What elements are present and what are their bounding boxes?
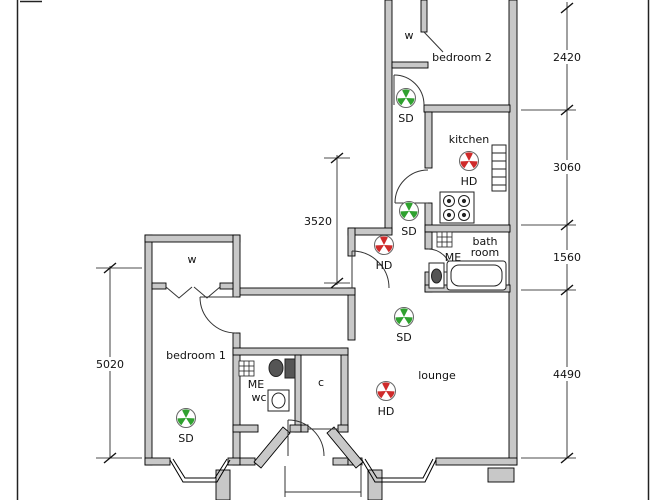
label-me-wc: ME (248, 378, 264, 391)
bay-windows (169, 458, 437, 483)
fixtures (238, 144, 507, 412)
smoke-detector-bedroom1-icon (176, 408, 196, 428)
dimension-left: 5020 (93, 262, 142, 464)
meter-icon-wc (238, 360, 255, 377)
dimension-right-value-3060: 3060 (553, 161, 581, 174)
smoke-detector-lounge-label: SD (396, 331, 411, 344)
room-labels: bedroom 2wkitchenbathroomMEloungebedroom… (166, 29, 499, 404)
heat-detector-kitchen-icon (459, 151, 479, 171)
wc-toilet-icon (268, 358, 296, 379)
wc-basin-icon (267, 389, 290, 412)
heat-detector-kitchen-label: HD (461, 175, 478, 188)
dimension-left-value-5020: 5020 (96, 358, 124, 371)
page-border (16, 0, 650, 500)
label-cupboard: c (318, 376, 324, 389)
kitchen-counter-icon (491, 144, 507, 192)
walls (144, 0, 518, 500)
label-wc: wc (251, 391, 266, 404)
stove-icon (439, 191, 475, 224)
smoke-detector-corridor-label: SD (401, 225, 416, 238)
label-kitchen: kitchen (449, 133, 490, 146)
label-wardrobe-1: w (188, 253, 197, 266)
dimension-middle-value-3520: 3520 (304, 215, 332, 228)
smoke-detector-bedroom2-label: SD (398, 112, 413, 125)
dimension-middle: 3520 (304, 152, 350, 289)
bathroom-toilet-icon (428, 262, 445, 289)
meter-icon-bathroom (436, 231, 453, 248)
label-bedroom-2: bedroom 2 (432, 51, 492, 64)
dimension-right-value-1560: 1560 (553, 251, 581, 264)
dimension-right-value-2420: 2420 (553, 51, 581, 64)
dimension-right: 2420 3060 1560 4490 (521, 2, 584, 464)
smoke-detector-lounge-icon (394, 307, 414, 327)
heat-detector-lounge-icon (376, 381, 396, 401)
heat-detector-hall-label: HD (376, 259, 393, 272)
dimension-lines: 2420 3060 1560 4490 5020 3520 (93, 2, 584, 464)
porch-steps (284, 466, 362, 497)
label-lounge: lounge (418, 369, 456, 382)
detector-markers: SD SD HD HD SD HD SD (176, 88, 479, 445)
heat-detector-lounge-label: HD (378, 405, 395, 418)
label-bedroom-1: bedroom 1 (166, 349, 226, 362)
label-me-bathroom: ME (445, 251, 461, 264)
smoke-detector-corridor-icon (399, 201, 419, 221)
dimension-right-value-4490: 4490 (553, 368, 581, 381)
smoke-detector-bedroom2-icon (396, 88, 416, 108)
label-wardrobe-2: w (405, 29, 414, 42)
label-bathroom-line1: bath (472, 235, 497, 248)
bathtub-icon (446, 260, 507, 291)
smoke-detector-bedroom1-label: SD (178, 432, 193, 445)
heat-detector-hall-icon (374, 235, 394, 255)
label-bathroom-line2: room (471, 246, 499, 259)
